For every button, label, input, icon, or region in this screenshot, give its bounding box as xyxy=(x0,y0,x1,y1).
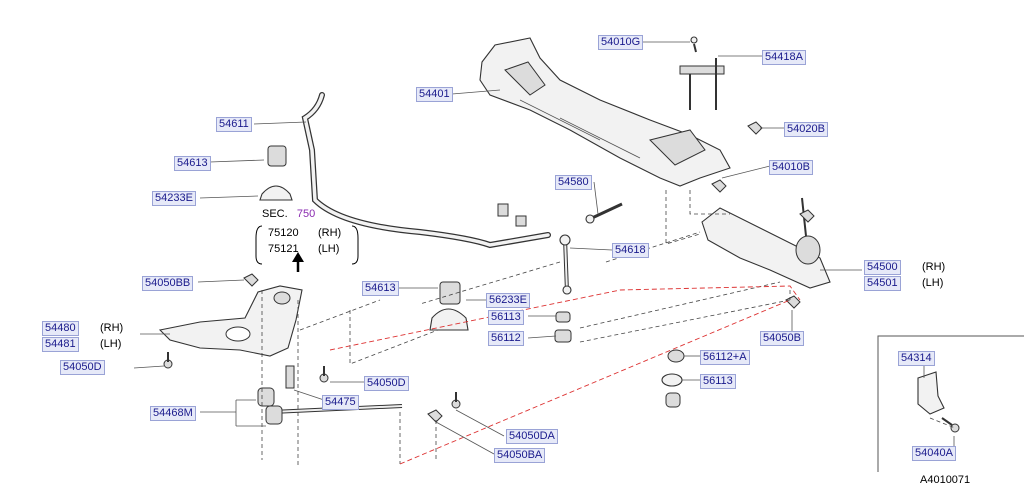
part-label-54050da[interactable]: 54050DA xyxy=(506,429,558,444)
lower-arm-left-part xyxy=(158,285,303,357)
lower-arm-right-part xyxy=(701,197,831,289)
sec-part-75120: 75120 xyxy=(268,227,299,239)
part-label-54010b[interactable]: 54010B xyxy=(769,160,813,175)
part-label-56113-lower[interactable]: 56113 xyxy=(700,374,736,389)
part-label-54020b[interactable]: 54020B xyxy=(784,122,828,137)
part-label-54618[interactable]: 54618 xyxy=(612,243,649,258)
part-label-56112a[interactable]: 56112+A xyxy=(700,350,750,365)
part-label-54480[interactable]: 54480 xyxy=(42,321,79,336)
sec-part-75121: 75121 xyxy=(268,243,299,255)
part-label-54611[interactable]: 54611 xyxy=(216,117,252,132)
sec-part-75121-side: (LH) xyxy=(318,243,340,255)
part-label-54613-right[interactable]: 54613 xyxy=(362,281,399,296)
leader-lines xyxy=(133,41,955,455)
dashed-reference-lines xyxy=(261,190,956,468)
part-label-54010g[interactable]: 54010G xyxy=(598,35,644,50)
sec-brace-right xyxy=(351,225,359,265)
stabilizer-link-part xyxy=(559,234,572,295)
side-rh-54500: (RH) xyxy=(922,261,946,273)
side-lh-54481: (LH) xyxy=(100,338,122,350)
part-label-54314[interactable]: 54314 xyxy=(898,351,935,366)
part-label-54475[interactable]: 54475 xyxy=(322,395,359,410)
part-label-54580[interactable]: 54580 xyxy=(555,175,592,190)
part-label-54050b[interactable]: 54050B xyxy=(760,331,804,346)
sec-number-link[interactable]: 750 xyxy=(296,208,316,220)
side-rh-54480: (RH) xyxy=(100,322,124,334)
hardware-parts xyxy=(163,36,960,433)
stabilizer-bushing-left xyxy=(267,145,287,167)
stabilizer-bar-part xyxy=(301,92,551,249)
section-reference: SEC. 750 xyxy=(262,208,315,221)
stabilizer-clamp-right xyxy=(429,308,469,331)
part-label-54501[interactable]: 54501 xyxy=(864,276,901,291)
part-label-54468m[interactable]: 54468M xyxy=(150,406,196,421)
bracket-part xyxy=(917,371,945,415)
part-label-56233e[interactable]: 56233E xyxy=(486,293,530,308)
part-label-54500[interactable]: 54500 xyxy=(864,260,901,275)
arrow-up-icon xyxy=(292,252,304,272)
part-label-56112[interactable]: 56112 xyxy=(488,331,524,346)
part-label-54401[interactable]: 54401 xyxy=(416,87,453,102)
part-label-54418a[interactable]: 54418A xyxy=(762,50,806,65)
part-label-54040a[interactable]: 54040A xyxy=(912,446,956,461)
sec-prefix: SEC. xyxy=(262,208,288,220)
inset-frame xyxy=(877,335,1024,472)
front-crossmember-part xyxy=(479,37,731,187)
part-label-54481[interactable]: 54481 xyxy=(42,337,79,352)
part-label-54613[interactable]: 54613 xyxy=(174,156,211,171)
stabilizer-bushing-right xyxy=(439,281,461,305)
part-label-54050d[interactable]: 54050D xyxy=(364,376,409,391)
figure-id: A4010071 xyxy=(920,474,971,486)
part-label-54233e[interactable]: 54233E xyxy=(152,191,196,206)
sec-part-75120-side: (RH) xyxy=(318,227,342,239)
part-label-54050ba[interactable]: 54050BA xyxy=(494,448,546,463)
stabilizer-clamp-left xyxy=(259,185,293,201)
part-label-56113[interactable]: 56113 xyxy=(488,310,524,325)
sec-brace xyxy=(255,225,263,265)
side-lh-54501: (LH) xyxy=(922,277,944,289)
part-label-54050bb[interactable]: 54050BB xyxy=(142,276,194,291)
part-label-54050d-left[interactable]: 54050D xyxy=(60,360,105,375)
